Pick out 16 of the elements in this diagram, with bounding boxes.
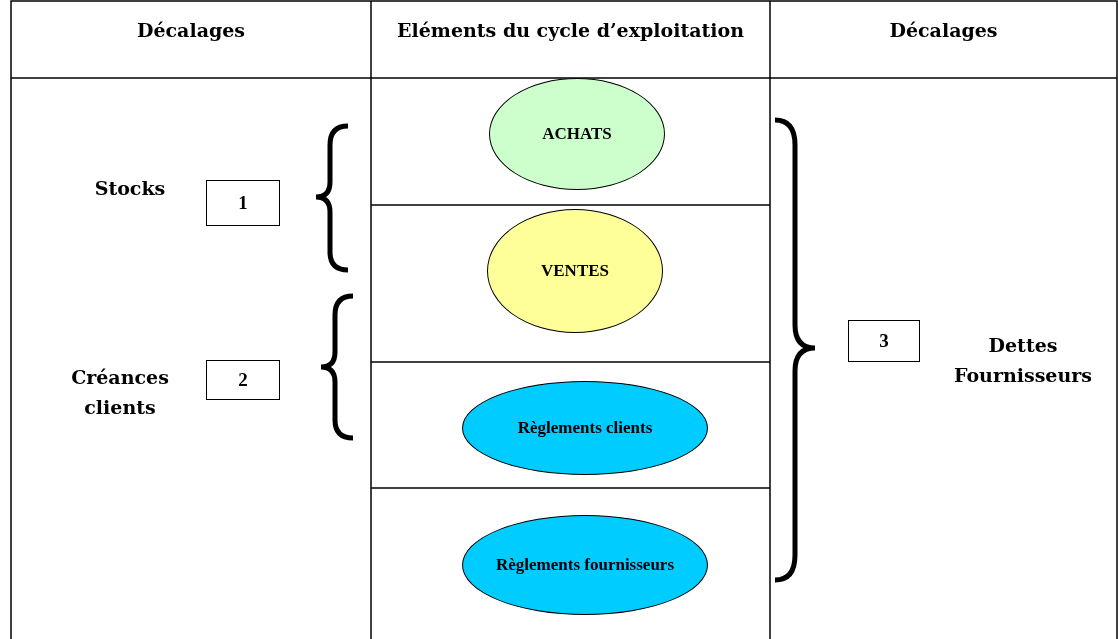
number-box	[206, 180, 280, 226]
number-box	[848, 320, 920, 362]
node-label: ACHATS	[542, 124, 612, 144]
column-header: Décalages	[135, 18, 246, 43]
column-header: Décalages	[888, 18, 999, 43]
node-label: Règlements fournisseurs	[496, 555, 674, 575]
box-number: 2	[238, 369, 248, 391]
row-label: Stocks	[93, 176, 167, 201]
node-label: VENTES	[541, 261, 609, 281]
row-label: Créances clients	[70, 365, 170, 420]
column-header: Eléments du cycle d’exploitation	[396, 18, 745, 43]
row-label: Dettes Fournisseurs	[953, 333, 1093, 388]
node-label: Règlements clients	[517, 418, 653, 438]
box-number: 1	[238, 192, 248, 214]
number-box	[206, 360, 280, 400]
box-number: 3	[879, 330, 889, 352]
